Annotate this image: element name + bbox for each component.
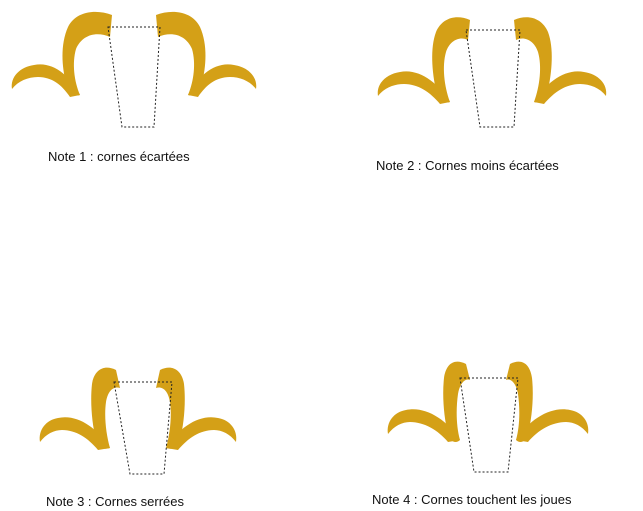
head-outline bbox=[466, 30, 520, 127]
figure-note-1 bbox=[0, 5, 290, 135]
caption-note-2: Note 2 : Cornes moins écartées bbox=[376, 158, 559, 174]
head-outline bbox=[114, 382, 172, 474]
caption-note-1: Note 1 : cornes écartées bbox=[48, 149, 190, 165]
horn-pair-wide bbox=[12, 12, 257, 97]
head-outline bbox=[460, 378, 518, 472]
horn-pair-touching-cheeks bbox=[388, 362, 589, 442]
caption-note-3: Note 3 : Cornes serrées bbox=[46, 494, 184, 510]
caption-note-4: Note 4 : Cornes touchent les joues bbox=[372, 492, 571, 508]
horn-pair-tight bbox=[40, 368, 237, 450]
figure-note-4 bbox=[370, 356, 643, 481]
figure-note-2 bbox=[360, 10, 643, 140]
head-outline bbox=[108, 27, 160, 127]
figure-note-3 bbox=[0, 362, 290, 482]
